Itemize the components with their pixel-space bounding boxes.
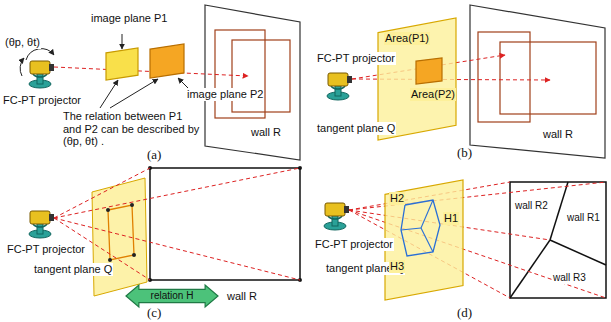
panel-letter: (b) <box>456 146 473 161</box>
region-divider <box>401 228 421 230</box>
node-text: tangent plane Q <box>316 122 396 135</box>
image-plane-shape <box>150 44 184 78</box>
node-text: H3 <box>389 260 405 273</box>
region-divider <box>421 228 433 252</box>
tangent-plane-shape <box>385 180 463 300</box>
wall-label: wall R <box>250 126 282 139</box>
tangent-plane <box>92 178 147 296</box>
node-text: Area(P2) <box>410 88 456 101</box>
device-label: FC-PT projector <box>6 243 86 256</box>
tangent-plane: tangent plane QArea(P1)Area(P2) <box>378 18 456 140</box>
node-text: H2 <box>389 192 405 205</box>
projection-rect <box>478 32 530 122</box>
panel-c <box>29 166 302 296</box>
projection-rect <box>215 30 265 118</box>
image-plane-outline <box>106 48 138 80</box>
node-text: H1 <box>443 212 459 225</box>
device-label: FC-PT projector <box>316 52 396 65</box>
wall-label: wall R <box>542 128 574 141</box>
panel-letter: (d) <box>456 306 473 321</box>
image-plane: image plane P1 <box>106 48 138 80</box>
panel-a <box>20 5 300 160</box>
image-plane: image plane P2 <box>150 44 184 78</box>
panel-letter: (a) <box>146 148 162 163</box>
relation-arrow: relation H <box>126 285 218 307</box>
room-walls <box>510 182 606 298</box>
projection-rect <box>500 42 596 114</box>
device-label: FC-PT projector <box>2 94 82 107</box>
panel-b <box>327 5 605 158</box>
device-label: FC-PT projector <box>314 238 394 251</box>
wall <box>150 168 300 280</box>
image-plane-shape <box>106 48 138 80</box>
tilt-arc <box>20 58 24 76</box>
region-outline <box>401 200 440 256</box>
note: The relation between P1 and P2 can be de… <box>62 110 204 148</box>
node-text: image plane P2 <box>186 88 264 101</box>
node-text: relation H <box>150 290 195 302</box>
wall-label: wall R1 <box>566 212 601 224</box>
projection-rect <box>232 40 290 112</box>
projected-area: Area(P2) <box>416 58 442 84</box>
leader-line <box>122 34 123 49</box>
projector-icon <box>29 211 54 238</box>
projector-icon <box>324 203 349 230</box>
angle-label: (θp, θt) <box>4 36 41 49</box>
wall-label: wall R2 <box>514 200 549 212</box>
tangent-plane: tangent plane QH2H1H3 <box>385 180 463 300</box>
projector-icon <box>29 61 54 88</box>
wall-label: wall R <box>226 290 258 303</box>
wall-label: wall R3 <box>552 272 587 284</box>
relation-arrow-shape <box>126 285 218 307</box>
leader-line <box>100 80 118 108</box>
projector-icon <box>327 73 352 100</box>
plane-label: tangent plane Q <box>33 263 113 276</box>
projected-area-shape <box>416 58 442 84</box>
wall <box>205 5 300 160</box>
leader-line <box>110 79 158 108</box>
node-text: image plane P1 <box>90 12 168 25</box>
projected-area-outline <box>416 58 442 84</box>
wall <box>470 5 605 158</box>
pan-arc <box>26 49 54 60</box>
leader-line <box>178 78 188 88</box>
image-plane-outline <box>150 44 184 78</box>
region-divider <box>421 200 433 228</box>
panel-letter: (c) <box>146 306 162 321</box>
node-text: Area(P1) <box>384 32 430 45</box>
